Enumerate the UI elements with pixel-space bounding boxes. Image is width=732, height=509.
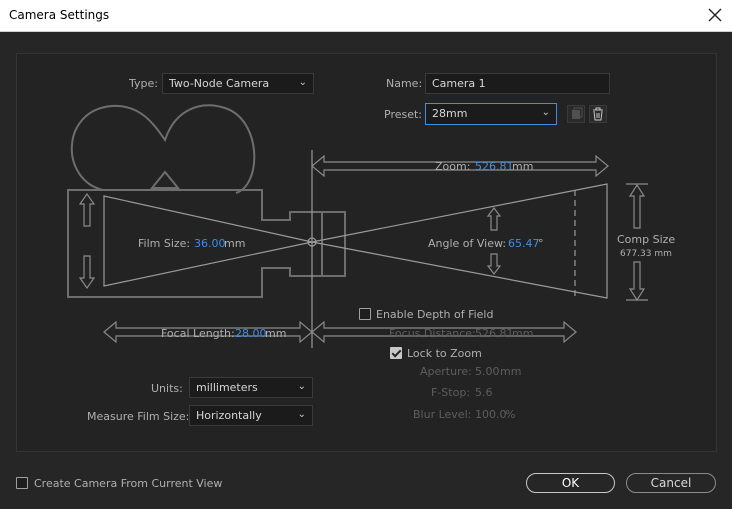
name-label: Name: <box>386 77 423 90</box>
title-bar: Camera Settings <box>0 0 732 32</box>
focus-distance-arrow <box>311 320 577 344</box>
angle-of-view-value[interactable]: 65.47 <box>508 237 540 250</box>
preset-dropdown[interactable]: 28mm ⌄ <box>425 103 557 125</box>
film-size-arrow-down <box>78 255 96 290</box>
close-icon[interactable] <box>704 4 726 26</box>
comp-size-label: Comp Size <box>617 233 676 246</box>
copy-preset-button[interactable] <box>567 105 585 123</box>
measure-film-size-dropdown[interactable]: Horizontally ⌄ <box>189 405 313 426</box>
zoom-arrow <box>311 154 609 178</box>
film-size-value[interactable]: 36.00 <box>194 237 226 250</box>
measure-film-size-label: Measure Film Size: <box>87 410 190 423</box>
lock-to-zoom-checkbox[interactable] <box>390 347 402 359</box>
angle-arrow-down <box>486 253 502 275</box>
type-value: Two-Node Camera <box>169 77 270 90</box>
units-label: Units: <box>151 382 183 395</box>
preset-label: Preset: <box>384 108 423 121</box>
film-size-label: Film Size: <box>138 237 191 250</box>
lock-to-zoom-label: Lock to Zoom <box>407 347 482 360</box>
comp-size-value: 677.33 mm <box>620 249 672 259</box>
depth-of-field-label: Enable Depth of Field <box>376 308 494 321</box>
cancel-button[interactable]: Cancel <box>626 473 716 493</box>
aperture-unit: mm <box>500 365 522 378</box>
blur-level-value: 100.0 <box>475 408 507 421</box>
create-from-view-label: Create Camera From Current View <box>34 477 223 490</box>
preset-value: 28mm <box>432 107 468 120</box>
window-title: Camera Settings <box>9 8 110 22</box>
aperture-label: Aperture: <box>420 365 472 378</box>
comp-size-arrow-down <box>628 261 646 302</box>
focus-distance-unit: mm <box>512 327 534 340</box>
view-triangle <box>311 183 608 299</box>
zoom-value[interactable]: 526.81 <box>475 160 514 173</box>
angle-of-view-unit: ° <box>538 237 544 250</box>
measure-film-size-value: Horizontally <box>196 409 262 422</box>
film-size-unit: mm <box>224 237 246 250</box>
type-label: Type: <box>129 77 158 90</box>
blur-level-unit: % <box>505 408 516 421</box>
chevron-down-icon: ⌄ <box>297 381 306 392</box>
name-input[interactable]: Camera 1 <box>425 73 610 94</box>
focal-length-label: Focal Length: <box>161 327 235 340</box>
zoom-unit: mm <box>512 160 534 173</box>
angle-of-view-label: Angle of View: <box>428 237 507 250</box>
camera-body-outline <box>67 189 346 298</box>
film-size-arrow-up <box>78 192 96 227</box>
chevron-down-icon: ⌄ <box>541 107 550 118</box>
copy-preset-icon <box>572 107 583 119</box>
delete-preset-button[interactable] <box>589 105 607 123</box>
units-value: millimeters <box>196 381 258 394</box>
create-from-view-checkbox[interactable] <box>16 477 28 489</box>
units-dropdown[interactable]: millimeters ⌄ <box>189 377 313 398</box>
f-stop-label: F-Stop: <box>431 386 471 399</box>
camera-reels-outline <box>70 104 256 194</box>
focus-distance-value: 526.81 <box>475 327 514 340</box>
comp-size-arrow-up <box>628 183 646 229</box>
camera-triangle-icon <box>149 170 181 189</box>
film-triangle <box>103 195 313 287</box>
trash-icon <box>593 107 603 121</box>
depth-of-field-checkbox[interactable] <box>359 308 371 320</box>
blur-level-label: Blur Level: <box>413 408 472 421</box>
aperture-value: 5.00 <box>475 365 500 378</box>
focal-length-unit: mm <box>265 327 287 340</box>
chevron-down-icon: ⌄ <box>298 77 307 88</box>
type-dropdown[interactable]: Two-Node Camera ⌄ <box>162 73 314 94</box>
zoom-label: Zoom: <box>435 160 471 173</box>
ok-button[interactable]: OK <box>526 473 615 493</box>
focus-distance-label: Focus Distance: <box>389 327 476 340</box>
angle-arrow-up <box>486 207 502 231</box>
focal-length-value[interactable]: 28.00 <box>235 327 267 340</box>
chevron-down-icon: ⌄ <box>297 409 306 420</box>
f-stop-value: 5.6 <box>475 386 493 399</box>
